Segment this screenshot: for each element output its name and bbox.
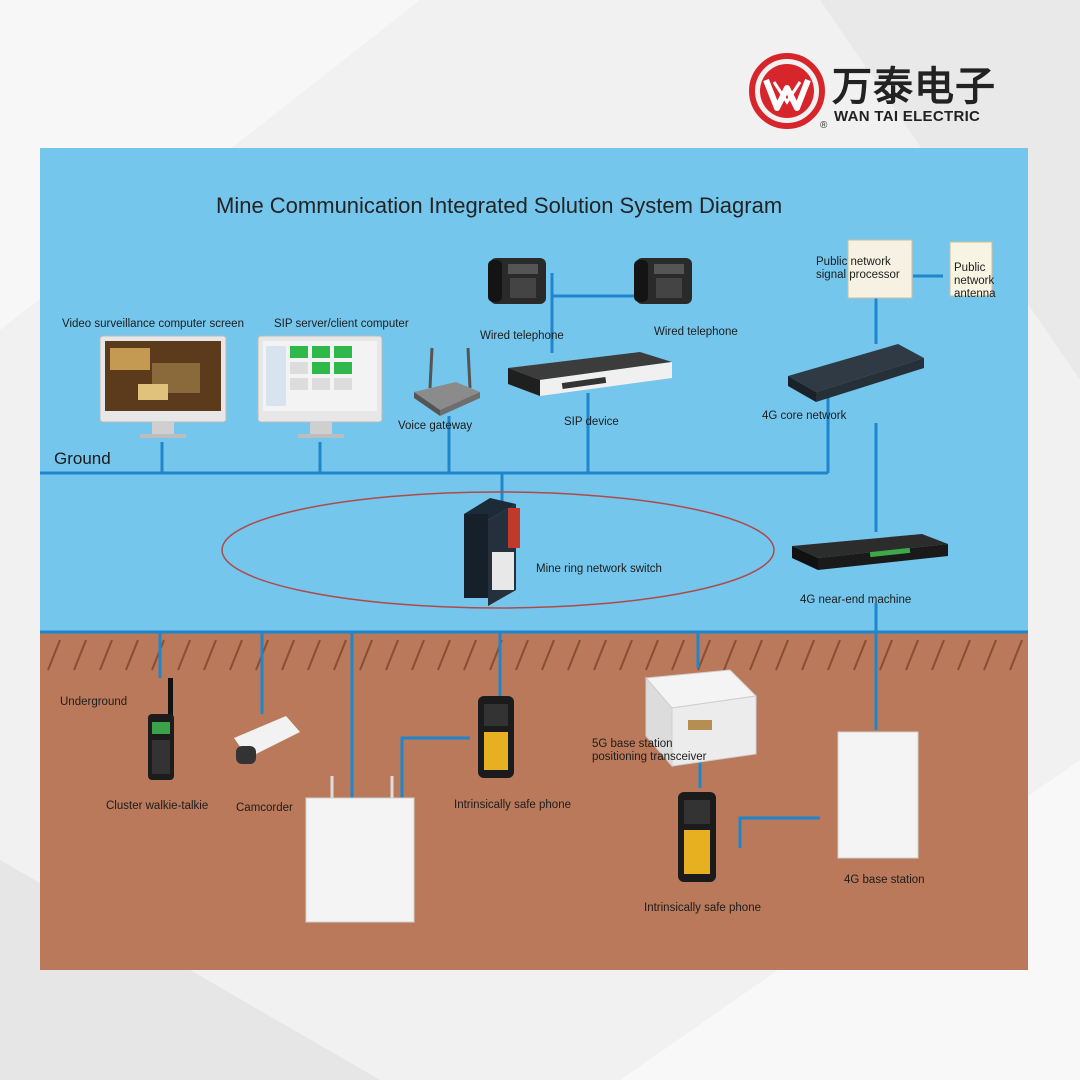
label-sip-computer: SIP server/client computer <box>274 318 409 330</box>
camcorder-icon <box>234 716 300 764</box>
video-surveillance-monitor-icon <box>99 335 227 438</box>
sip-device-icon <box>508 352 672 396</box>
connection-lines <box>40 273 943 848</box>
walkie-talkie-icon <box>148 678 174 780</box>
antenna-icon <box>949 241 993 297</box>
label-wired-telephone-2: Wired telephone <box>654 326 738 338</box>
underground-base-station-icon <box>305 776 415 923</box>
soil-hatching <box>47 639 1023 671</box>
label-near-end-machine: 4G near-end machine <box>800 594 912 606</box>
label-video-screen: Video surveillance computer screen <box>62 318 244 330</box>
label-sip-device: SIP device <box>564 416 619 428</box>
label-safe-phone-1: Intrinsically safe phone <box>454 799 571 811</box>
sip-computer-icon <box>257 335 383 438</box>
signal-processor-icon <box>847 239 913 299</box>
brand-name-english: WAN TAI ELECTRIC <box>834 108 981 125</box>
base-station-5g-icon <box>644 669 758 768</box>
wired-telephone-icon <box>488 258 546 304</box>
zone-label-ground: Ground <box>54 449 111 468</box>
registered-mark: ® <box>820 120 828 131</box>
label-core-network: 4G core network <box>762 410 847 422</box>
ring-network <box>221 491 775 609</box>
brand-logo: 万泰电子 ® WAN TAI ELECTRIC <box>748 52 1018 136</box>
label-wired-telephone-1: Wired telephone <box>480 330 564 342</box>
label-signal-processor: Public network signal processor <box>816 256 900 282</box>
brand-name-chinese: 万泰电子 <box>832 64 996 110</box>
label-safe-phone-2: Intrinsically safe phone <box>644 902 761 914</box>
system-diagram: Mine Communication Integrated Solution S… <box>40 148 1028 970</box>
voice-gateway-icon <box>414 347 480 416</box>
ring-switch-icon <box>464 498 520 606</box>
safe-phone-icon <box>478 696 514 778</box>
label-camcorder: Camcorder <box>236 802 293 814</box>
base-station-4g-icon <box>837 731 919 859</box>
label-ring-switch: Mine ring network switch <box>536 563 662 575</box>
zone-label-underground: Underground <box>60 696 128 708</box>
label-5g-base-station: 5G base station positioning transceiver <box>592 738 707 764</box>
label-4g-base-station: 4G base station <box>844 874 925 886</box>
brand-emblem-icon <box>749 53 825 129</box>
label-walkie-talkie: Cluster walkie-talkie <box>106 800 209 812</box>
core-network-icon <box>788 344 924 402</box>
safe-phone-icon <box>678 792 716 882</box>
label-antenna: Public network antenna <box>954 262 996 301</box>
label-voice-gateway: Voice gateway <box>398 420 473 432</box>
wired-telephone-icon <box>634 258 692 304</box>
diagram-title: Mine Communication Integrated Solution S… <box>216 193 783 218</box>
near-end-machine-icon <box>792 534 948 570</box>
